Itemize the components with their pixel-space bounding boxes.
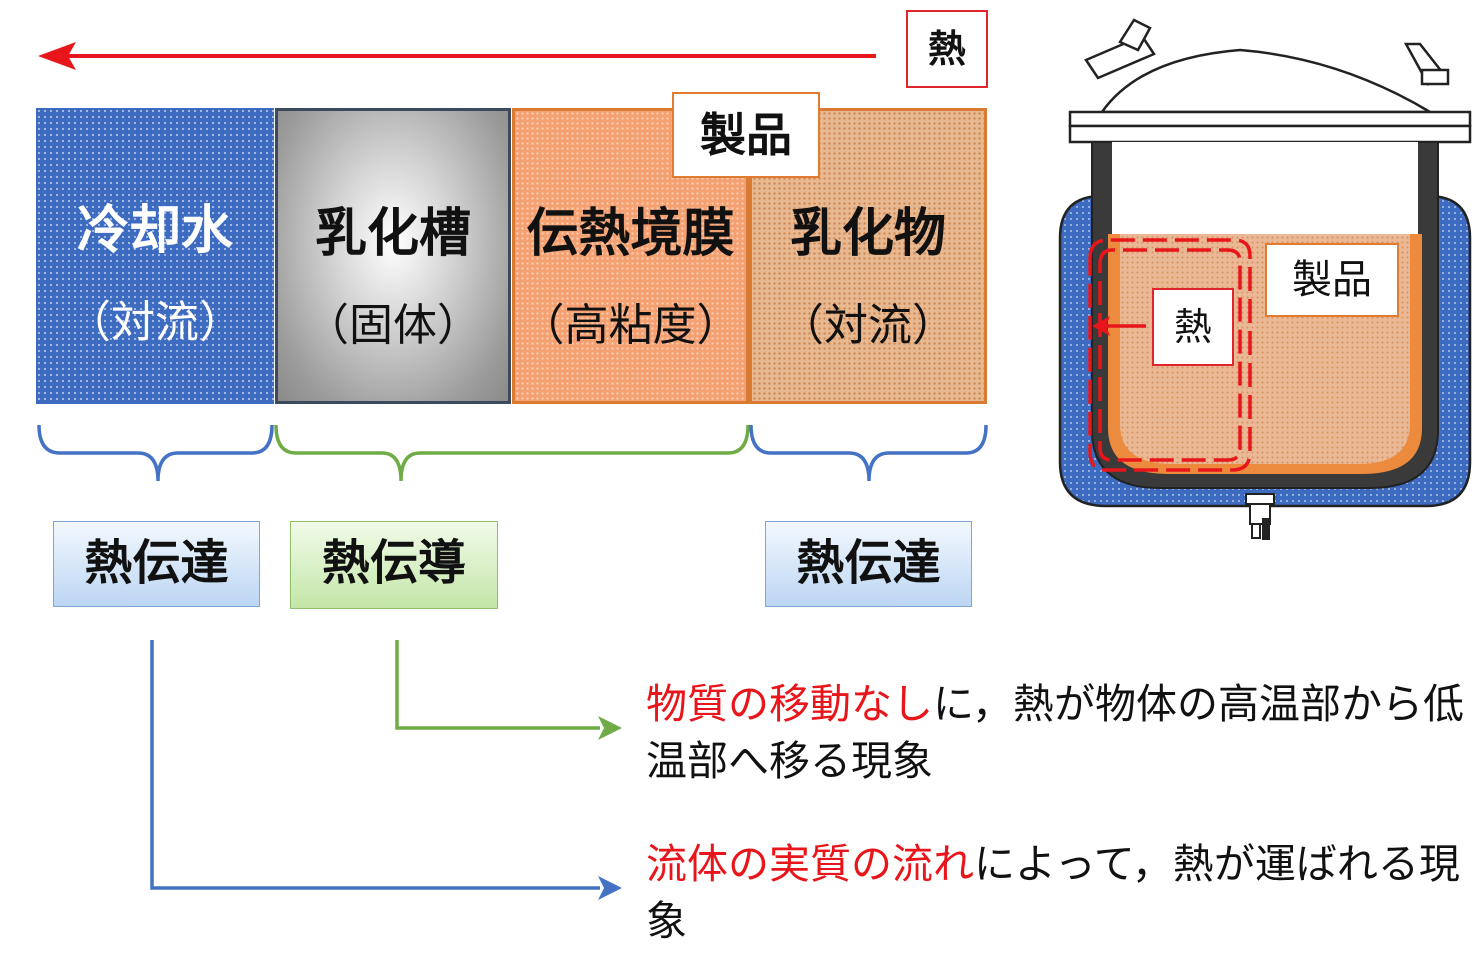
brace-cooling-water (37, 424, 274, 482)
vessel-heat-arrowhead (1092, 316, 1110, 336)
layer-emulsion: 乳化物 （対流） (749, 108, 987, 404)
vessel-heat-label: 熱 (1152, 288, 1234, 366)
connector-arrows (150, 640, 622, 900)
description-conduction-rest: に，熱が物体の高温部から低温部へ移る現象 (646, 680, 1464, 785)
layer-tank-wall-sub: （固体） (305, 300, 481, 351)
vessel-lid-handle-left (1084, 18, 1156, 80)
layer-emulsion-sub: （対流） (780, 300, 956, 351)
layer-cooling-water: 冷却水 （対流） (36, 108, 274, 404)
layer-cooling-water-title: 冷却水 (76, 201, 233, 261)
mechanism-convection-right: 熱伝達 (765, 521, 972, 607)
description-convection-highlight: 流体の実質の流れ (646, 840, 974, 888)
description-conduction: 物質の移動なしに，熱が物体の高温部から低温部へ移る現象 (646, 676, 1466, 790)
vessel-flange-top (1068, 110, 1472, 128)
vessel-lid-handle-right (1403, 42, 1450, 86)
description-conduction-highlight: 物質の移動なし (646, 680, 933, 728)
mechanism-convection-left: 熱伝達 (53, 521, 260, 607)
mechanism-conduction: 熱伝導 (290, 521, 498, 609)
braces (37, 424, 988, 482)
description-convection: 流体の実質の流れによって，熱が運ばれる現象 (646, 836, 1466, 950)
vessel-product-label: 製品 (1265, 243, 1399, 317)
layer-cooling-water-sub: （対流） (67, 297, 243, 348)
description-convection-rest: によって，熱が運ばれる現象 (646, 840, 1460, 945)
layer-tank-wall-title: 乳化槽 (314, 204, 471, 264)
heat-flow-arrow (38, 42, 876, 70)
layer-boundary-film: 伝熱境膜 （高粘度） (512, 108, 749, 404)
layer-boundary-film-sub: （高粘度） (520, 300, 741, 351)
vessel-flange-bottom (1068, 124, 1472, 144)
vessel-outlet-valve (1245, 493, 1275, 540)
convection-connector (150, 640, 600, 890)
vessel-circulation-loop-outer (1088, 238, 1252, 472)
heat-label-top: 熱 (906, 10, 988, 88)
conduction-connector (395, 640, 600, 730)
brace-conduction (274, 424, 750, 482)
layer-boundary-film-title: 伝熱境膜 (526, 204, 735, 264)
brace-emulsion (749, 424, 988, 482)
vessel-lid-dome (1099, 48, 1435, 114)
vessel-circulation-loop-inner (1098, 248, 1242, 462)
convection-arrowhead (598, 876, 622, 900)
vessel-tank-interior (1112, 142, 1418, 238)
product-label: 製品 (672, 92, 820, 178)
layer-tank-wall: 乳化槽 （固体） (275, 108, 511, 404)
conduction-arrowhead (598, 716, 622, 740)
layer-emulsion-title: 乳化物 (789, 204, 946, 264)
